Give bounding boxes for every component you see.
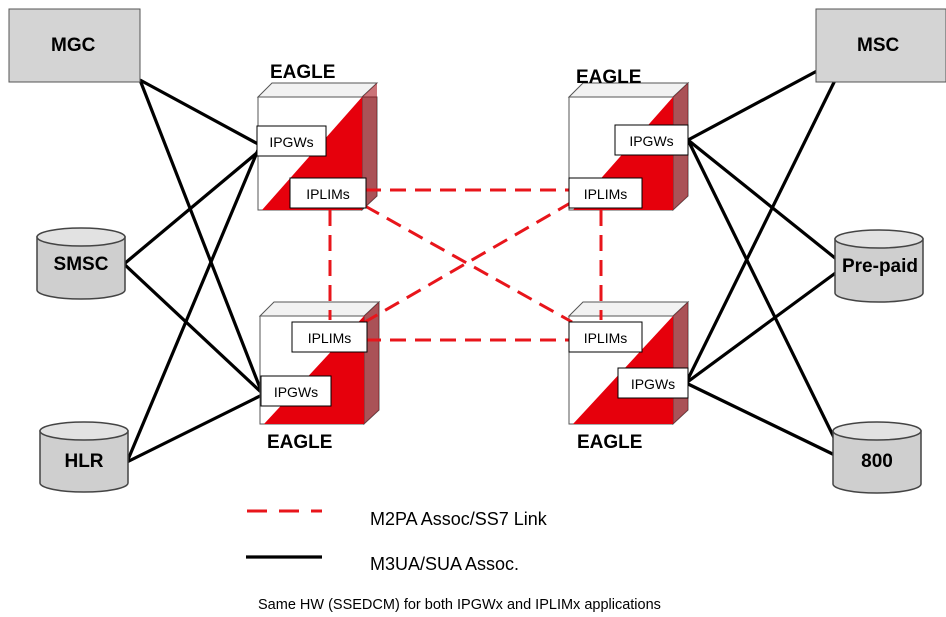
card-boxes: IPGWs IPLIMs IPGWs IPLIMs IPLIMs IPGWs I… bbox=[256, 124, 689, 407]
prepaid-cylinder-body bbox=[834, 238, 924, 303]
eagle-cube-side-red bbox=[673, 302, 688, 424]
ipgw-box-bl bbox=[260, 375, 332, 407]
iplim-box-tl bbox=[289, 177, 367, 209]
iplim-label-bl: IPLIMs bbox=[308, 330, 352, 346]
link-smsc-ipgw-tl bbox=[122, 150, 260, 266]
eagle-cube-top bbox=[256, 82, 379, 98]
n800-label: 800 bbox=[861, 451, 893, 472]
prepaid-label: Pre-paid bbox=[842, 256, 918, 277]
hlr-cylinder-top bbox=[39, 421, 129, 441]
link-ipgw-br-800 bbox=[685, 381, 846, 462]
n800-cylinder-top bbox=[832, 421, 922, 441]
prepaid-node: Pre-paid bbox=[834, 229, 924, 303]
iplim-box-bl bbox=[291, 321, 368, 353]
link-hlr-ipgw-bl bbox=[126, 393, 263, 464]
iplim-label-br: IPLIMs bbox=[584, 330, 628, 346]
hlr-cylinder-body bbox=[39, 430, 129, 493]
smsc-cylinder-body bbox=[36, 236, 126, 300]
iplim-label-tr: IPLIMs bbox=[584, 186, 628, 202]
ipgw-box-tr bbox=[614, 124, 689, 156]
eagle-cube-side-red bbox=[364, 302, 379, 424]
m2pa-tl-br bbox=[364, 204, 573, 324]
n800-cylinder-body bbox=[832, 430, 922, 494]
msc-box bbox=[815, 8, 946, 83]
m2pa-links bbox=[328, 188, 603, 342]
eagle-bottom-right bbox=[567, 300, 690, 426]
eagle-cube-top bbox=[567, 301, 690, 317]
mgc-box bbox=[8, 8, 141, 83]
msc-label: MSC bbox=[857, 35, 900, 56]
link-mgc-ipgw-tl bbox=[139, 78, 259, 146]
link-ipgw-tr-800 bbox=[686, 139, 847, 461]
legend-dashed-label: M2PA Assoc/SS7 Link bbox=[370, 509, 548, 529]
eagle-title-br: EAGLE bbox=[577, 432, 642, 453]
smsc-node: SMSC bbox=[36, 227, 126, 300]
iplim-box-tr bbox=[568, 177, 643, 209]
link-ipgw-br-msc bbox=[684, 59, 847, 384]
smsc-label: SMSC bbox=[54, 254, 109, 275]
link-smsc-ipgw-bl bbox=[122, 262, 264, 395]
n800-node: 800 bbox=[832, 421, 922, 494]
hlr-label: HLR bbox=[64, 451, 103, 472]
iplim-label-tl: IPLIMs bbox=[306, 186, 350, 202]
m2pa-tr-bl bbox=[364, 200, 573, 324]
ipgw-box-br bbox=[617, 367, 689, 399]
iplim-box-br bbox=[568, 321, 643, 353]
link-ipgw-tr-prepaid bbox=[686, 138, 847, 268]
eagle-title-tr: EAGLE bbox=[576, 67, 641, 88]
mgc-node: MGC bbox=[8, 8, 141, 83]
legend: M2PA Assoc/SS7 Link M3UA/SUA Assoc. bbox=[246, 509, 548, 574]
ipgw-box-tl bbox=[256, 125, 327, 157]
prepaid-cylinder-top bbox=[834, 229, 924, 249]
eagle-cube-top bbox=[258, 301, 381, 317]
ipgw-label-tl: IPGWs bbox=[269, 134, 313, 150]
footnote: Same HW (SSEDCM) for both IPGWx and IPLI… bbox=[258, 597, 661, 613]
ipgw-label-bl: IPGWs bbox=[274, 384, 318, 400]
msc-node: MSC bbox=[815, 8, 946, 83]
smsc-cylinder-top bbox=[36, 227, 126, 247]
legend-solid-label: M3UA/SUA Assoc. bbox=[370, 554, 519, 574]
link-ipgw-br-prepaid bbox=[685, 264, 846, 385]
ipgw-label-br: IPGWs bbox=[631, 376, 675, 392]
m3ua-links bbox=[122, 54, 847, 464]
eagle-title-tl: EAGLE bbox=[270, 62, 335, 83]
ipgw-label-tr: IPGWs bbox=[629, 133, 673, 149]
eagle-title-bl: EAGLE bbox=[267, 432, 332, 453]
link-hlr-ipgw-tl bbox=[125, 149, 260, 463]
mgc-label: MGC bbox=[51, 35, 96, 56]
link-mgc-ipgw-bl bbox=[138, 79, 264, 394]
hlr-node: HLR bbox=[39, 421, 129, 493]
